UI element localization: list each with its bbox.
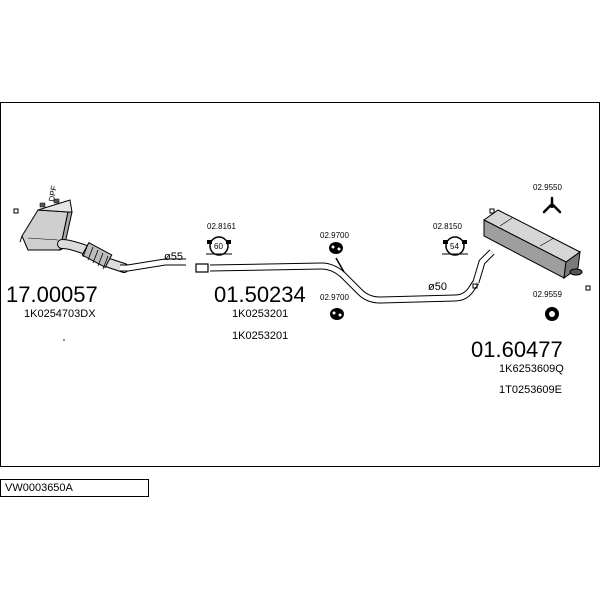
mid-clamp-code: 02.8161 (207, 222, 236, 231)
front-diameter-label: ø55 (164, 251, 183, 263)
front-oem-number: 1K0254703DX (24, 308, 96, 320)
marker-square (13, 208, 19, 214)
rear-part-number: 01.60477 (471, 337, 563, 362)
rear-assembly: ø50 02.8150 54 02.9550 (428, 183, 591, 396)
rear-oem-number-1: 1K6253609Q (499, 363, 564, 375)
hanger-rod (335, 257, 345, 273)
mid-oem-number-1: 1K0253201 (232, 308, 288, 320)
rear-bracket-code: 02.9550 (533, 183, 562, 192)
flex-pipe-icon (81, 242, 113, 270)
dpf-assembly: DPF ø55 17.00057 1K0254703DX (6, 185, 186, 341)
rear-clamp-code: 02.8150 (433, 222, 462, 231)
rubber-hanger-icon (329, 242, 343, 254)
rear-clamp-badge: 54 (450, 242, 459, 251)
rubber-hanger-icon (330, 308, 344, 320)
dpf-label: DPF (47, 185, 59, 202)
mid-hanger-top-code: 02.9700 (320, 231, 349, 240)
rear-oem-number-2: 1T0253609E (499, 384, 562, 396)
middle-assembly: 02.8161 60 02.9700 02.9700 01.50234 1K02… (195, 222, 479, 342)
sleeve-icon (195, 263, 209, 273)
mid-clamp-badge: 60 (214, 242, 223, 251)
diagram-code: VW0003650A (5, 482, 73, 494)
rear-silencer-icon (483, 209, 583, 280)
pipe-clamp-icon (442, 236, 468, 256)
diagram-frame (0, 102, 600, 467)
pipe-clamp-icon (206, 236, 232, 256)
marker-square (489, 208, 495, 214)
marker-square (585, 285, 591, 291)
marker-square (472, 283, 478, 289)
dot-marker (63, 339, 65, 341)
diagram-code-box: VW0003650A (0, 479, 149, 497)
rubber-hanger-icon (545, 307, 559, 321)
mid-hanger-bottom-code: 02.9700 (320, 293, 349, 302)
front-part-number: 17.00057 (6, 282, 98, 307)
rear-diameter-label: ø50 (428, 281, 447, 293)
mid-part-number: 01.50234 (214, 282, 306, 307)
mounting-bracket-icon (542, 196, 562, 214)
mid-oem-number-2: 1K0253201 (232, 330, 288, 342)
rear-hanger-code: 02.9559 (533, 290, 562, 299)
